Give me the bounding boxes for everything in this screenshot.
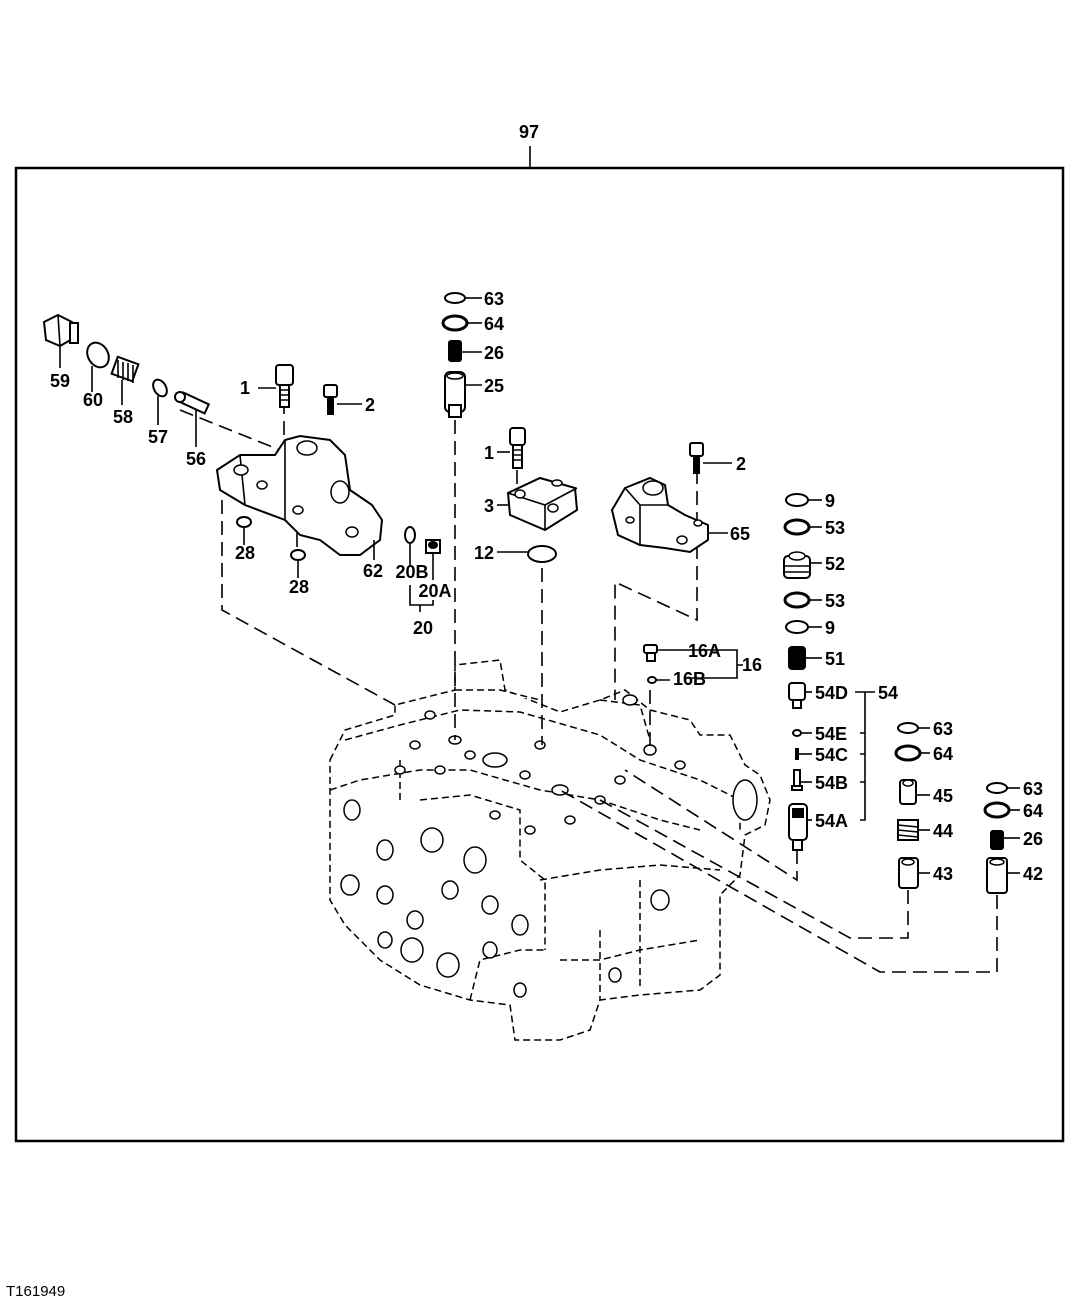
callout-63a: 63 (484, 289, 504, 309)
o-ring-63c (986, 782, 1008, 794)
callout-9a: 9 (825, 491, 835, 511)
callout-1a: 1 (240, 378, 250, 398)
figure-reference: T161949 (6, 1283, 65, 1300)
bolt-2b (689, 442, 704, 474)
valve-ports (340, 694, 758, 998)
o-ring-9a (785, 493, 809, 507)
callout-58: 58 (113, 407, 133, 427)
callout-59: 59 (50, 371, 70, 391)
sleeve-42 (986, 857, 1008, 894)
assembly-label: 97 (519, 122, 539, 142)
callout-64c: 64 (1023, 801, 1043, 821)
callout-28b: 28 (289, 577, 309, 597)
o-ring-64c (983, 801, 1011, 819)
callout-52: 52 (825, 554, 845, 574)
bolt-1b (509, 427, 526, 469)
callout-64a: 64 (484, 314, 504, 334)
cover-62 (215, 434, 384, 556)
plug-20 (404, 526, 441, 554)
control-valve-block (329, 659, 771, 1041)
callout-53b: 53 (825, 591, 845, 611)
callout-63c: 63 (1023, 779, 1043, 799)
callout-54d: 54D (815, 683, 848, 703)
callout-labels: 59 60 58 57 56 1 2 28 28 62 20B 20A 20 6… (50, 289, 1043, 884)
callout-62: 62 (363, 561, 383, 581)
spring-44 (897, 819, 919, 841)
leader-lines (59, 297, 1020, 874)
spring-26a (448, 340, 462, 362)
spring-51 (788, 646, 806, 670)
poppet-56 (174, 391, 211, 415)
callout-28a: 28 (235, 543, 255, 563)
o-ring-63b (897, 722, 919, 734)
callout-60: 60 (83, 390, 103, 410)
callout-26a: 26 (484, 343, 504, 363)
o-ring-12 (527, 545, 557, 563)
callout-2b: 2 (736, 454, 746, 474)
callout-20a: 20A (418, 581, 451, 601)
spool-25 (444, 371, 466, 418)
callout-64b: 64 (933, 744, 953, 764)
o-ring-28a (236, 516, 252, 528)
backup-ring-53b (783, 591, 811, 609)
o-ring-54e (792, 729, 802, 737)
callout-57: 57 (148, 427, 168, 447)
callout-20: 20 (413, 618, 433, 638)
cover-3 (506, 476, 579, 532)
pin-54c (795, 748, 799, 760)
callout-65: 65 (730, 524, 750, 544)
callout-1b: 1 (484, 443, 494, 463)
callout-3: 3 (484, 496, 494, 516)
callout-54a: 54A (815, 811, 848, 831)
bolt-1a (275, 364, 294, 408)
callout-9b: 9 (825, 618, 835, 638)
o-ring-64b (894, 744, 922, 762)
spring-26b (990, 830, 1004, 850)
o-ring-9b (785, 620, 809, 634)
callout-44: 44 (933, 821, 953, 841)
callout-43: 43 (933, 864, 953, 884)
callout-20b: 20B (395, 562, 428, 582)
poppet-45 (899, 779, 917, 805)
o-ring-16b (647, 676, 657, 684)
callout-12: 12 (474, 543, 494, 563)
callout-16b: 16B (673, 669, 706, 689)
callout-16: 16 (742, 655, 762, 675)
sleeve-43 (898, 857, 919, 889)
relief-plug-59 (42, 313, 79, 348)
spring-58 (110, 355, 140, 383)
callout-63b: 63 (933, 719, 953, 739)
cover-65 (610, 476, 709, 554)
valve-54d (788, 682, 806, 709)
o-ring-28b (290, 549, 306, 561)
plug-52 (783, 551, 811, 579)
bolt-2a (323, 384, 338, 415)
backup-ring-53a (783, 518, 811, 536)
callout-45: 45 (933, 786, 953, 806)
o-ring-63a (444, 292, 466, 304)
callout-51: 51 (825, 649, 845, 669)
callout-42: 42 (1023, 864, 1043, 884)
callout-16a: 16A (688, 641, 721, 661)
assembly-frame (14, 146, 1065, 1143)
callout-25: 25 (484, 376, 504, 396)
callout-56: 56 (186, 449, 206, 469)
valve-54a (788, 803, 808, 851)
callout-54e: 54E (815, 724, 847, 744)
callout-54c: 54C (815, 745, 848, 765)
callout-54b: 54B (815, 773, 848, 793)
shim-57 (152, 378, 168, 398)
piston-54b (791, 769, 803, 791)
o-ring-60 (86, 341, 110, 369)
o-ring-64a (441, 314, 469, 332)
callout-26b: 26 (1023, 829, 1043, 849)
callout-53a: 53 (825, 518, 845, 538)
plug-16a (643, 644, 658, 662)
callout-2a: 2 (365, 395, 375, 415)
assembly-lines (179, 400, 998, 973)
callout-54: 54 (878, 683, 898, 703)
